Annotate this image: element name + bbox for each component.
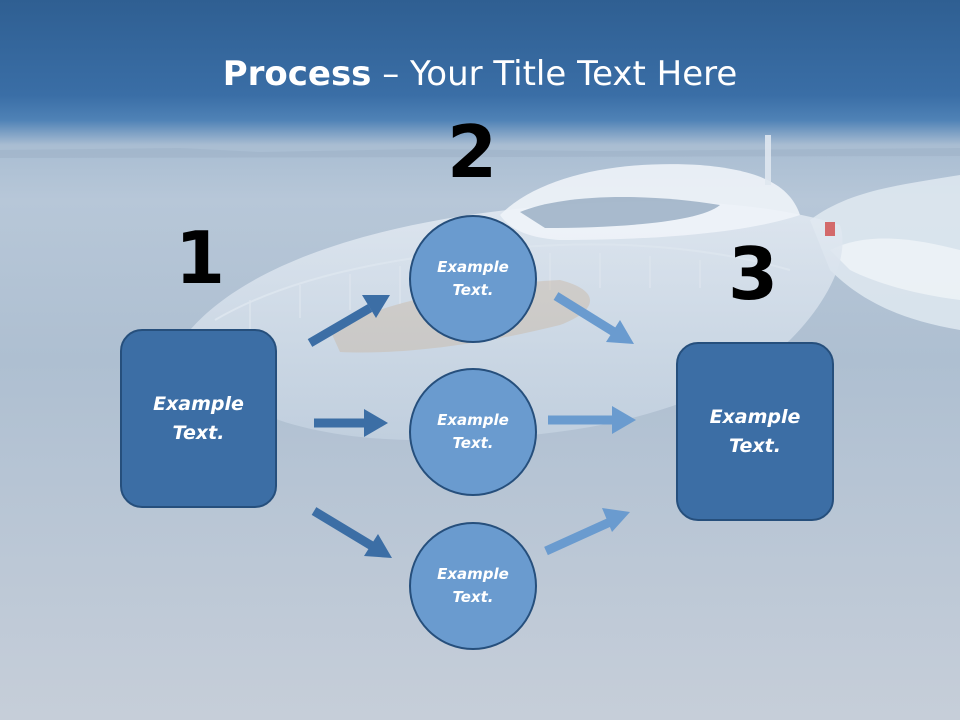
circle-bottom: Example Text. xyxy=(409,522,537,650)
step-number-2: 2 xyxy=(446,110,498,194)
circle-middle: Example Text. xyxy=(409,368,537,496)
right-process-box: Example Text. xyxy=(676,342,834,521)
step-number-1: 1 xyxy=(174,216,226,300)
circle-top: Example Text. xyxy=(409,215,537,343)
step-number-3: 3 xyxy=(727,232,779,316)
title-bold: Process xyxy=(222,54,372,94)
title-rest: – Your Title Text Here xyxy=(371,54,738,94)
page-title: Process – Your Title Text Here xyxy=(0,52,960,96)
left-process-box: Example Text. xyxy=(120,329,277,508)
